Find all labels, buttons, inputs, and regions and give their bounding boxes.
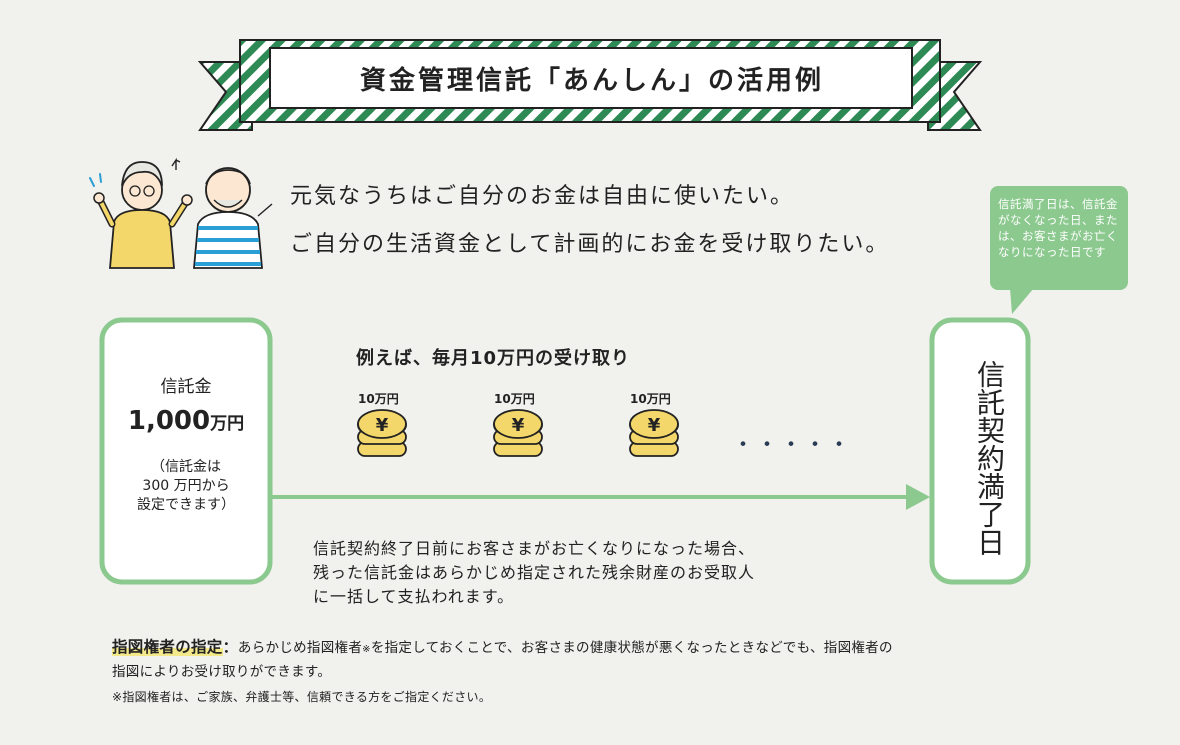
- speech-bubble-text: 信託満了日は、信託金がなくなった日、または、お客さまがお亡くなりになった日です: [998, 197, 1118, 259]
- banner-ribbon: [197, 39, 983, 131]
- designation-body: を指定しておくことで、お客さまの健康状態が悪くなったときなどでも、指図権者の: [370, 640, 893, 656]
- coin-stack: [629, 409, 679, 457]
- yen-symbol: ¥: [512, 415, 525, 436]
- designation-footnote: ※指図権者は、ご家族、弁護士等、信頼できる方をご指定ください。: [112, 690, 492, 704]
- contract-end-label: 信託契約満了日: [973, 360, 1006, 556]
- coin-label: 10万円: [358, 392, 399, 406]
- designation-section: 指図権者の指定：あらかじめ指図権者※を指定しておくことで、お客さまの健康状態が悪…: [112, 636, 1072, 684]
- timeline-arrow: [270, 484, 930, 510]
- ellipsis-dots: ・・・・・: [732, 433, 852, 458]
- designation-heading: 指図権者の指定: [112, 638, 223, 656]
- coin-stack: [357, 409, 407, 457]
- death-note-line: 信託契約終了日前にお客さまがお亡くなりになった場合、: [313, 539, 756, 558]
- elderly-couple-illustration: [89, 157, 273, 269]
- designation-colon: ：: [222, 638, 238, 656]
- designation-body: あらかじめ指図権者: [237, 640, 363, 656]
- death-note-line: 残った信託金はあらかじめ指定された残余財産のお受取人: [313, 563, 756, 582]
- designation-line-1: 指図権者の指定：あらかじめ指図権者※を指定しておくことで、お客さまの健康状態が悪…: [112, 636, 1072, 661]
- speech-bubble: [990, 186, 1128, 314]
- example-label: 例えば、毎月10万円の受け取り: [356, 348, 631, 369]
- trust-note-line: （信託金は: [151, 459, 221, 475]
- death-note-line: に一括して支払われます。: [313, 587, 515, 606]
- yen-symbol: ¥: [376, 415, 389, 436]
- designation-mark: ※: [362, 644, 371, 655]
- coin-stack: [493, 409, 543, 457]
- trust-note-line: 設定できます）: [137, 497, 235, 513]
- trust-note: （信託金は 300 万円から 設定できます）: [102, 458, 270, 515]
- trust-note-line: 300 万円から: [142, 478, 230, 494]
- end-box: [929, 317, 1031, 585]
- trust-box: [99, 317, 273, 585]
- death-note: 信託契約終了日前にお客さまがお亡くなりになった場合、 残った信託金はあらかじめ指…: [313, 537, 913, 609]
- yen-symbol: ¥: [648, 415, 661, 436]
- coin-label: 10万円: [494, 392, 535, 406]
- coin-label: 10万円: [630, 392, 671, 406]
- trust-amount-unit: 万円: [210, 414, 245, 434]
- intro-line-2: ご自分の生活資金として計画的にお金を受け取りたい。: [290, 232, 890, 257]
- trust-label: 信託金: [160, 377, 212, 397]
- trust-amount: 1,000万円: [102, 406, 270, 436]
- intro-line-1: 元気なうちはご自分のお金は自由に使いたい。: [290, 184, 795, 209]
- designation-line-2: 指図によりお受け取りができます。: [112, 664, 332, 680]
- trust-amount-value: 1,000: [127, 406, 211, 436]
- banner-title: 資金管理信託「あんしん」の活用例: [359, 65, 824, 96]
